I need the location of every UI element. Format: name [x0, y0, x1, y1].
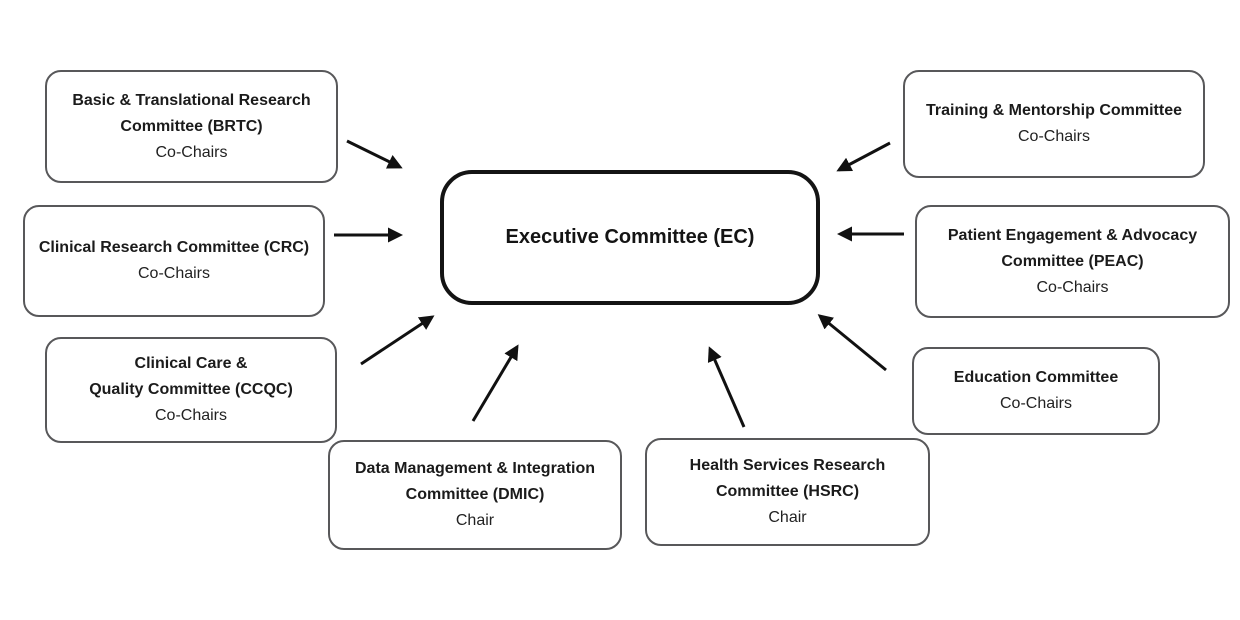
- committee-name: Basic & Translational Research: [72, 91, 311, 109]
- committee-role: Chair: [768, 509, 807, 526]
- committee-box-dmic: Data Management & Integration Committee …: [328, 440, 622, 550]
- executive-committee-label: Executive Committee (EC): [505, 226, 755, 248]
- committee-role: Co-Chairs: [154, 407, 227, 424]
- arrow-ccqc-to-ec: [360, 315, 435, 366]
- committee-name: Clinical Care &: [134, 355, 248, 372]
- committee-role: Chair: [455, 512, 495, 529]
- committee-role: Co-Chairs: [155, 143, 228, 161]
- committee-role: Co-Chairs: [999, 395, 1072, 412]
- committee-name: Patient Engagement & Advocacy: [947, 226, 1198, 244]
- committee-box-brtc: Basic & Translational Research Committee…: [45, 70, 338, 183]
- committee-name: Health Services Research: [689, 457, 886, 474]
- arrow-brtc-to-ec: [346, 139, 403, 169]
- executive-committee-box: Executive Committee (EC): [440, 170, 820, 305]
- committee-name: Committee (PEAC): [1001, 252, 1144, 270]
- committee-box-crc: Clinical Research Committee (CRC) Co-Cha…: [23, 205, 325, 317]
- committee-name: Committee (BRTC): [120, 117, 263, 135]
- committee-box-ccqc: Clinical Care & Quality Committee (CCQC)…: [45, 337, 337, 443]
- committee-role: Co-Chairs: [1017, 128, 1090, 145]
- committee-name: Education Committee: [953, 369, 1119, 386]
- arrow-edu-to-ec: [817, 314, 887, 372]
- committee-box-education: Education Committee Co-Chairs: [912, 347, 1160, 435]
- committee-box-training-mentorship: Training & Mentorship Committee Co-Chair…: [903, 70, 1205, 178]
- committee-name: Quality Committee (CCQC): [89, 381, 293, 398]
- arrow-dmic-to-ec: [471, 344, 519, 422]
- committee-box-hsrc: Health Services Research Committee (HSRC…: [645, 438, 930, 546]
- arrow-hsrc-to-ec: [707, 346, 746, 428]
- committee-name: Clinical Research Committee (CRC): [38, 239, 310, 256]
- committee-name: Committee (DMIC): [405, 486, 545, 503]
- committee-box-peac: Patient Engagement & Advocacy Committee …: [915, 205, 1230, 318]
- arrow-tmc-to-ec: [836, 141, 891, 172]
- committee-role: Co-Chairs: [137, 265, 210, 282]
- committee-name: Data Management & Integration: [354, 460, 596, 477]
- committee-name: Committee (HSRC): [715, 483, 860, 500]
- committee-name: Training & Mentorship Committee: [925, 102, 1182, 119]
- committee-role: Co-Chairs: [1036, 278, 1109, 296]
